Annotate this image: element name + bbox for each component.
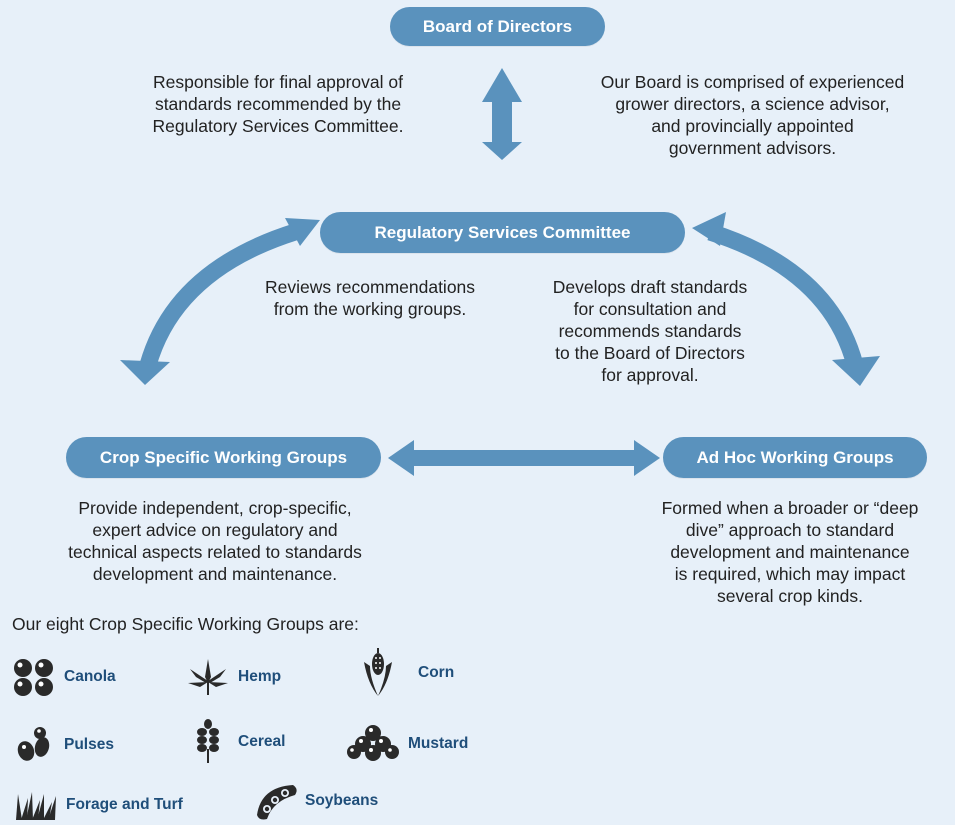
board-left-text: Responsible for final approval of standa… xyxy=(152,72,404,136)
committee-adhoc-curved-arrow xyxy=(692,212,880,386)
crop-label: Hemp xyxy=(238,668,282,685)
crop-label: Mustard xyxy=(408,735,469,752)
crop-list-heading: Our eight Crop Specific Working Groups a… xyxy=(12,614,359,634)
crop-label: Corn xyxy=(418,664,455,681)
regulatory-services-committee-pill: Regulatory Services Committee xyxy=(320,212,685,253)
committee-crop-curved-arrow xyxy=(120,218,320,385)
adhoc-title: Ad Hoc Working Groups xyxy=(696,447,894,467)
ad-hoc-working-groups-pill: Ad Hoc Working Groups xyxy=(663,437,927,478)
committee-title: Regulatory Services Committee xyxy=(374,222,631,242)
board-right-text: Our Board is comprised of experienced gr… xyxy=(600,72,905,158)
crop-label: Forage and Turf xyxy=(66,796,183,813)
crop-label: Soybeans xyxy=(305,792,379,809)
crop-item-hemp: Hemp xyxy=(186,657,281,697)
crop-label: Canola xyxy=(64,668,116,685)
crop-adhoc-arrow xyxy=(388,440,660,476)
crop-item-pulses: Pulses xyxy=(12,725,114,765)
adhoc-text: Formed when a broader or “deep dive” app… xyxy=(661,498,919,606)
soybeans-icon xyxy=(253,781,303,821)
cereal-icon xyxy=(186,719,230,763)
crop-groups-title: Crop Specific Working Groups xyxy=(99,447,348,467)
committee-left-text: Reviews recommendations from the working… xyxy=(264,277,476,319)
crop-item-mustard: Mustard xyxy=(346,724,468,764)
crop-item-cereal: Cereal xyxy=(186,719,286,763)
board-title: Board of Directors xyxy=(422,16,573,36)
crop-item-canola: Canola xyxy=(12,657,116,697)
pulses-icon xyxy=(12,725,56,765)
board-of-directors-pill: Board of Directors xyxy=(390,7,605,46)
corn-icon xyxy=(356,648,400,696)
hemp-icon xyxy=(186,657,230,697)
crop-specific-working-groups-pill: Crop Specific Working Groups xyxy=(66,437,381,478)
board-committee-arrow xyxy=(482,68,522,160)
crop-label: Cereal xyxy=(238,733,286,750)
crop-item-forage-and-turf: Forage and Turf xyxy=(14,785,183,825)
mustard-icon xyxy=(346,724,400,764)
crop-item-corn: Corn xyxy=(356,648,455,696)
committee-right-text: Develops draft standards for consultatio… xyxy=(552,277,748,385)
canola-icon xyxy=(12,657,56,697)
crop-label: Pulses xyxy=(64,736,114,753)
crop-item-soybeans: Soybeans xyxy=(253,781,378,821)
forage-turf-icon xyxy=(14,785,58,825)
crop-groups-text: Provide independent, crop-specific, expe… xyxy=(68,498,362,584)
